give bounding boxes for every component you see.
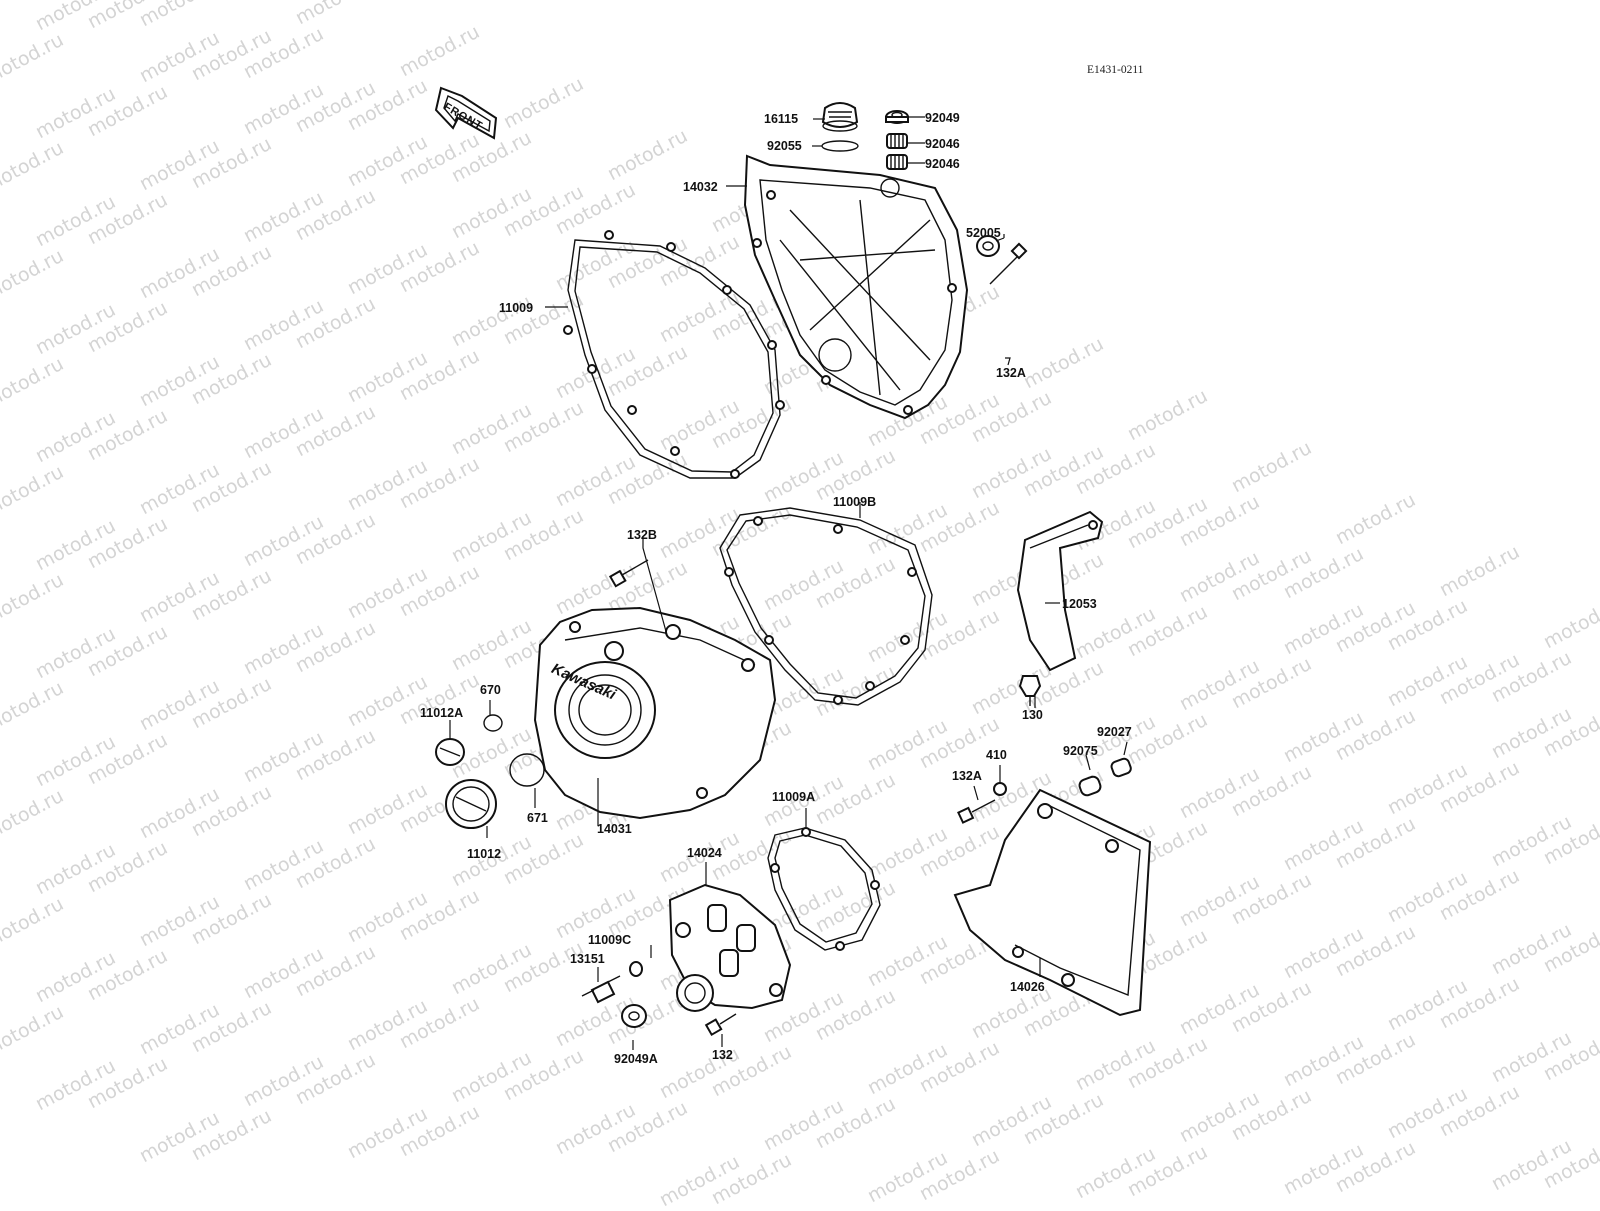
document-id: E1431-0211 xyxy=(1087,64,1144,76)
label-11009A: 11009A xyxy=(772,790,816,804)
part-92027 xyxy=(1110,757,1132,778)
part-13151 xyxy=(581,975,621,1004)
part-11009B xyxy=(719,507,933,706)
label-92055: 92055 xyxy=(767,139,802,153)
label-11012: 11012 xyxy=(467,847,502,861)
label-52005: 52005 xyxy=(966,226,1001,240)
label-92049: 92049 xyxy=(925,111,960,125)
label-92046-b: 92046 xyxy=(925,157,960,171)
label-14031: 14031 xyxy=(597,822,632,836)
part-92075 xyxy=(1078,775,1102,797)
label-11012A: 11012A xyxy=(420,706,464,720)
part-11012 xyxy=(445,779,497,829)
part-92046-upper xyxy=(886,133,908,149)
label-671: 671 xyxy=(527,811,548,825)
part-671 xyxy=(509,753,545,787)
part-11009 xyxy=(563,230,785,479)
label-11009C: 11009C xyxy=(588,933,632,947)
part-52005 xyxy=(976,235,1000,257)
part-132 xyxy=(704,1013,737,1037)
label-132A-b: 132A xyxy=(952,769,982,783)
label-11009B: 11009B xyxy=(833,495,877,509)
part-132B xyxy=(608,559,649,588)
part-92055 xyxy=(821,140,859,152)
label-92027: 92027 xyxy=(1097,725,1132,739)
label-670: 670 xyxy=(480,683,501,697)
label-130: 130 xyxy=(1022,708,1043,722)
label-92046-a: 92046 xyxy=(925,137,960,151)
label-92075: 92075 xyxy=(1063,744,1098,758)
label-132B: 132B xyxy=(627,528,657,542)
part-132A-lower xyxy=(957,799,996,824)
leader-lines xyxy=(449,116,1128,1050)
part-12053 xyxy=(1016,510,1104,672)
label-132A-a: 132A xyxy=(996,366,1026,380)
label-14026: 14026 xyxy=(1010,980,1045,994)
part-132A-upper xyxy=(989,242,1028,285)
label-14032: 14032 xyxy=(683,180,718,194)
part-92049 xyxy=(885,110,909,124)
part-11009A xyxy=(767,827,881,951)
part-16115 xyxy=(821,102,859,132)
label-132: 132 xyxy=(712,1048,733,1062)
part-14024 xyxy=(668,883,792,1012)
part-92049A xyxy=(621,1004,647,1028)
part-410 xyxy=(993,782,1007,796)
label-13151: 13151 xyxy=(570,952,605,966)
part-92046-lower xyxy=(886,154,908,170)
label-11009: 11009 xyxy=(499,301,534,315)
front-arrow xyxy=(434,86,498,140)
label-92049A: 92049A xyxy=(614,1052,658,1066)
label-410: 410 xyxy=(986,748,1007,762)
part-14031 xyxy=(533,606,777,820)
part-130 xyxy=(1018,675,1042,706)
part-11009C xyxy=(629,961,643,977)
part-14032 xyxy=(743,154,969,420)
part-670 xyxy=(483,714,503,732)
part-14026 xyxy=(953,788,1152,1017)
label-14024: 14024 xyxy=(687,846,722,860)
part-11012A xyxy=(435,738,465,766)
label-16115: 16115 xyxy=(764,112,799,126)
label-12053: 12053 xyxy=(1062,597,1097,611)
